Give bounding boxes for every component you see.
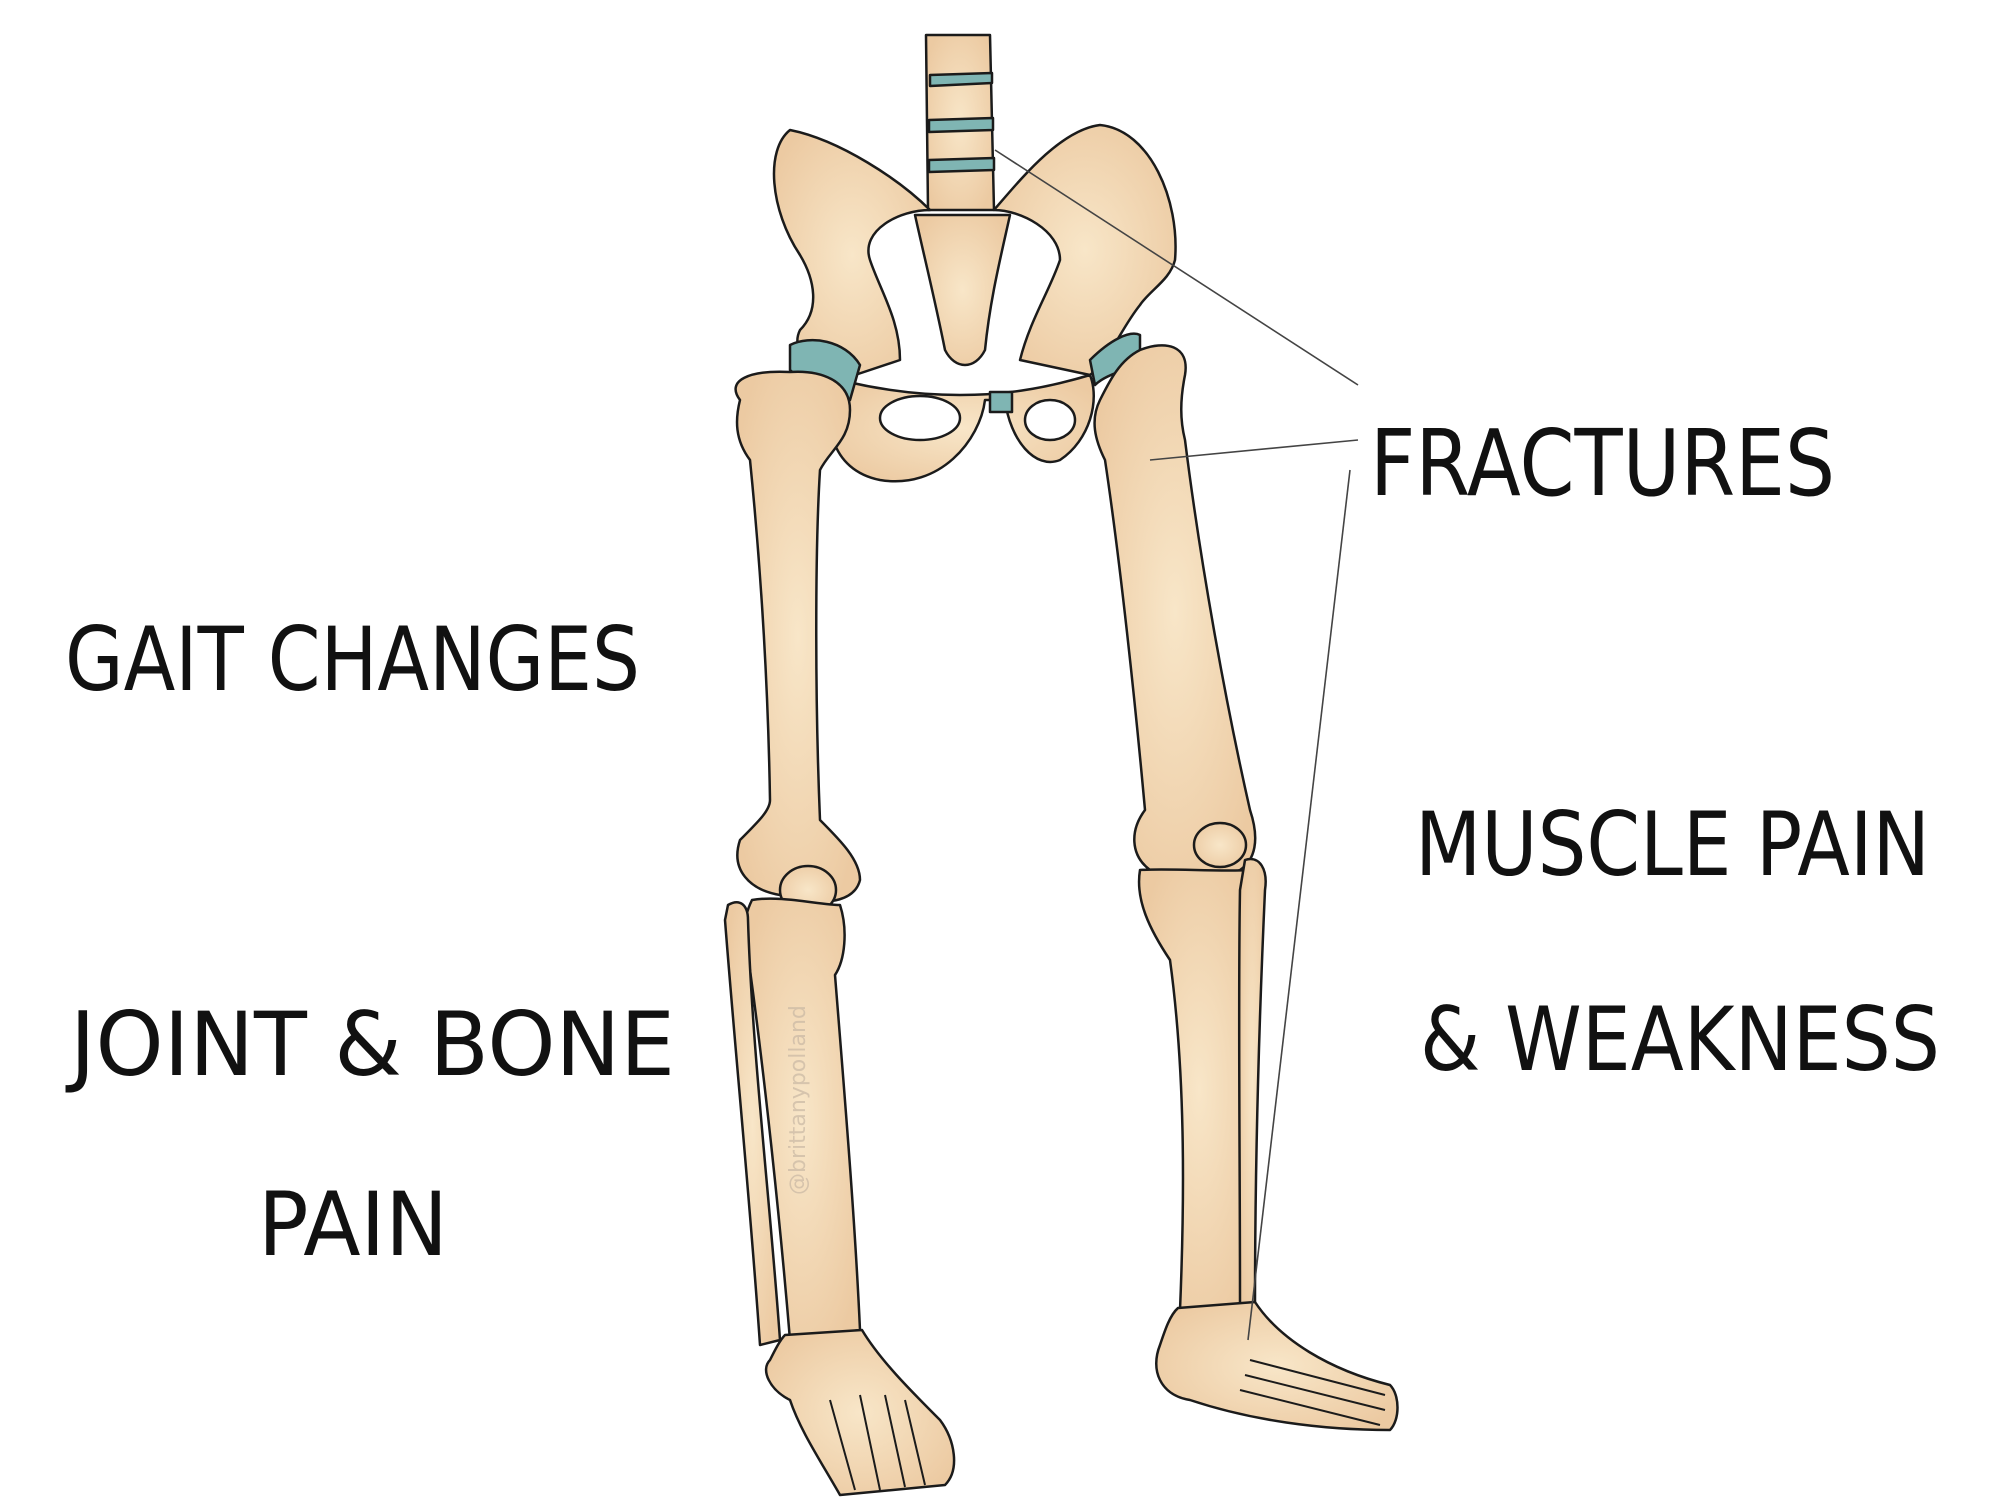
label-muscle-pain-line2: & WEAKNESS (1420, 988, 1940, 1091)
label-gait-changes: GAIT CHANGES (65, 608, 640, 711)
leader-line-spine (994, 149, 1359, 386)
fibula-right (1237, 857, 1267, 1307)
label-fractures: FRACTURES (1370, 410, 1835, 517)
fractures-leader-lines (994, 149, 1359, 1341)
femur-right (1093, 344, 1257, 879)
spine-disc (928, 71, 994, 88)
label-joint-bone-line1: JOINT & BONE (65, 993, 675, 1096)
pubic-symphysis (988, 390, 1014, 414)
obturator-right (1023, 398, 1077, 442)
watermark: @brittanypolland (786, 1005, 811, 1195)
fibula-left (723, 901, 782, 1347)
spine-disc (927, 116, 995, 134)
femur-left (734, 370, 862, 904)
label-muscle-pain-line1: MUSCLE PAIN (1415, 793, 1930, 896)
sacrum (913, 213, 1012, 367)
obturator-left (878, 394, 962, 442)
skeleton-lower-body-icon (723, 33, 1399, 1497)
leader-line-tibia (1247, 469, 1351, 1341)
foot-left (764, 1328, 956, 1497)
leader-line-femur (1149, 439, 1359, 461)
patella-right (1192, 821, 1248, 869)
label-joint-bone-line2: PAIN (258, 1173, 448, 1276)
spine-disc (927, 156, 996, 174)
pelvis-right-ilium (992, 123, 1177, 377)
pelvis-left-ilium (772, 128, 932, 382)
